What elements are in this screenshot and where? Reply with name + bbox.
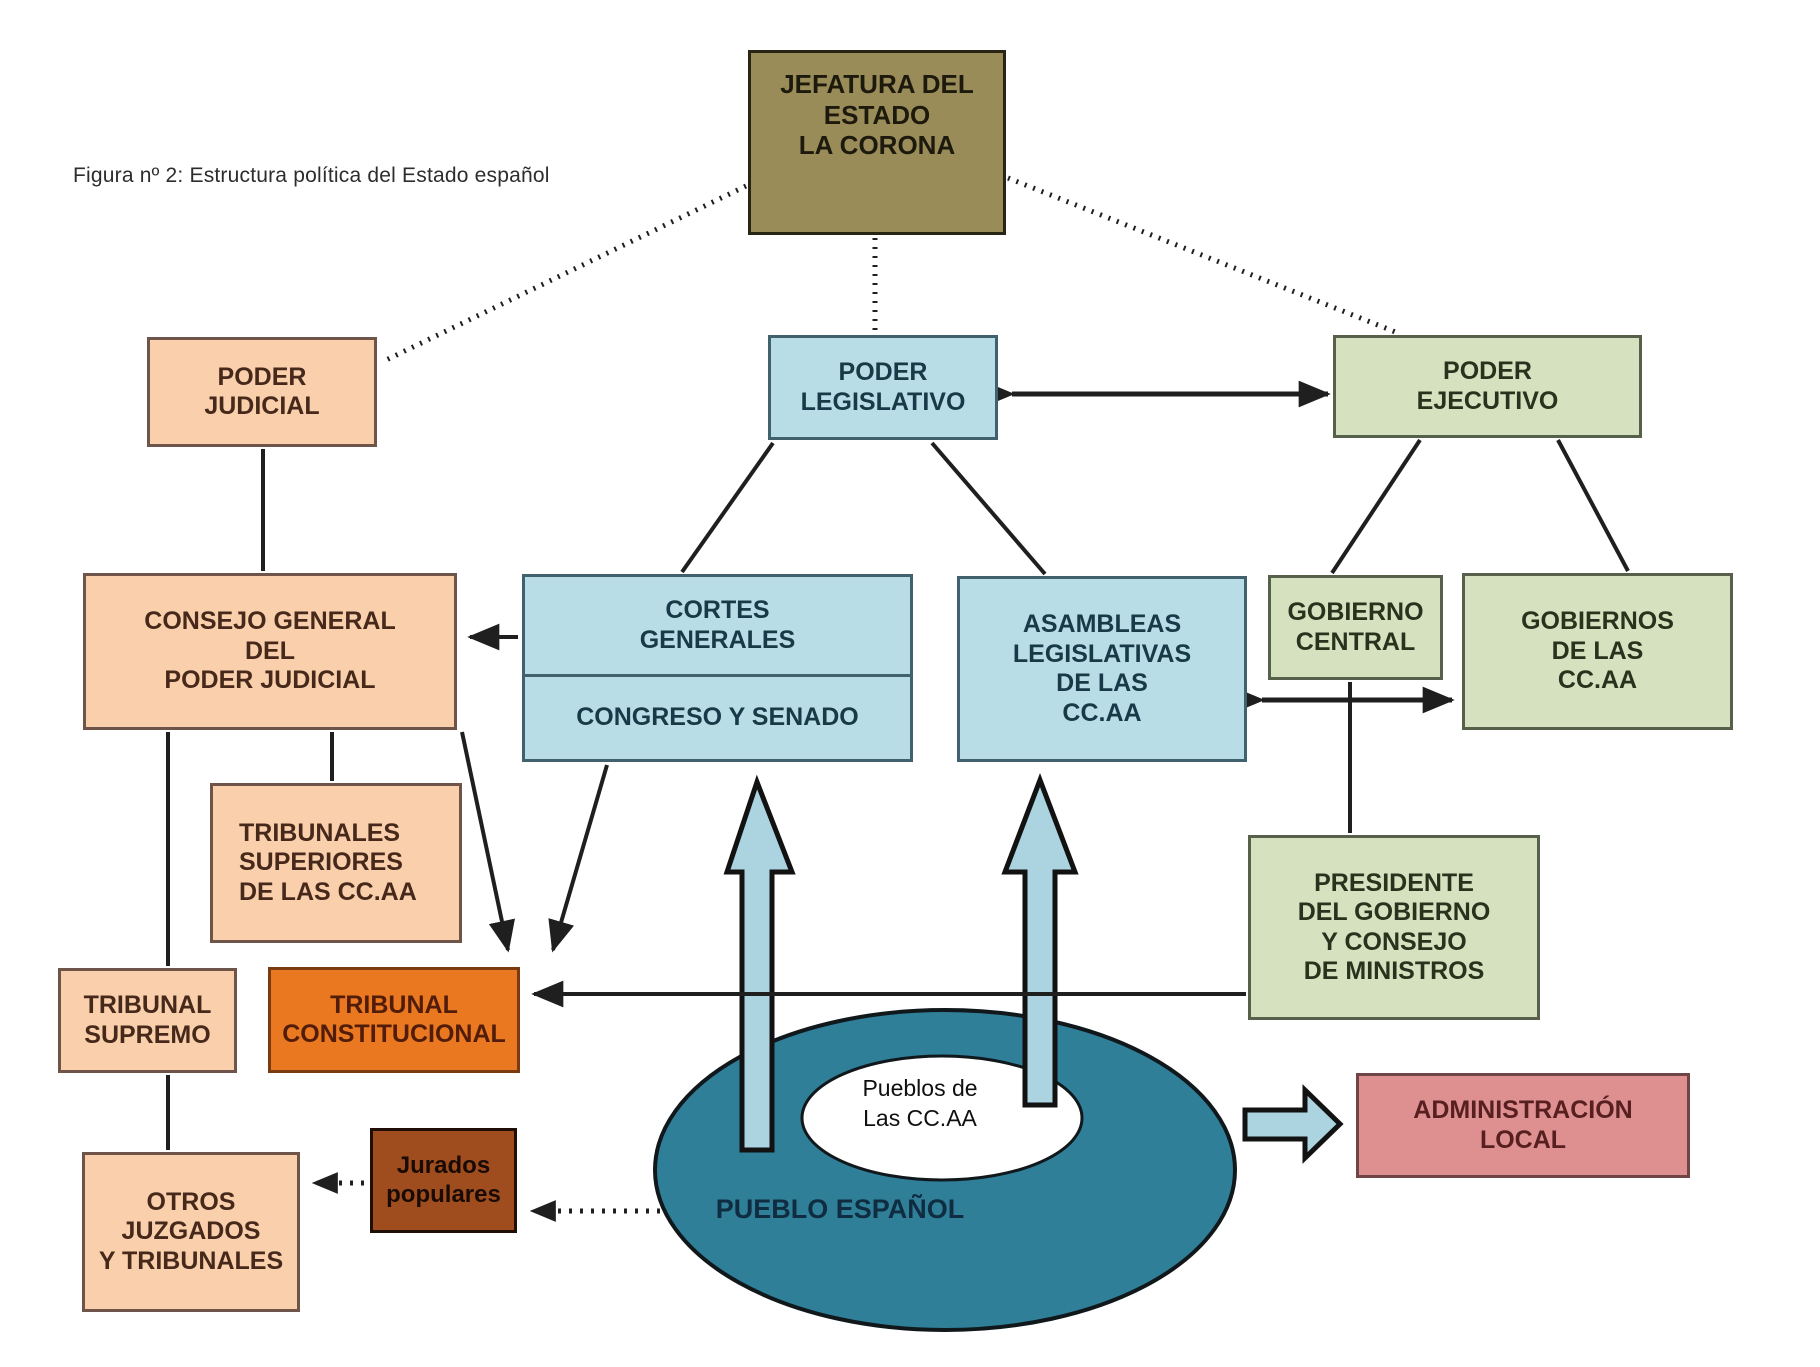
node-tribunal-supremo: TRIBUNAL SUPREMO: [58, 968, 237, 1073]
node-presidente-gobierno: PRESIDENTE DEL GOBIERNO Y CONSEJO DE MIN…: [1248, 835, 1540, 1020]
node-tribunales-superiores-label: TRIBUNALES SUPERIORES DE LAS CC.AA: [239, 818, 417, 906]
flow-arrow-to-administracion-local: [1242, 1084, 1344, 1164]
node-jefatura-del-estado: JEFATURA DEL ESTADO LA CORONA: [748, 50, 1006, 235]
edge-ejecutivo-gobierno-central: [1330, 438, 1422, 575]
cortes-generales-section: CORTES GENERALES: [525, 577, 910, 674]
node-poder-ejecutivo: PODER EJECUTIVO: [1333, 335, 1642, 438]
node-jurados-populares-label: Jurados populares: [386, 1152, 501, 1208]
flow-arrow-pueblos-to-asambleas: [1001, 772, 1079, 1108]
node-gobierno-central-label: GOBIERNO CENTRAL: [1287, 598, 1424, 656]
edge-legislativo-cortes: [680, 441, 775, 574]
pueblos-ccaa-label: Pueblos de Las CC.AA: [862, 1075, 978, 1131]
node-gobiernos-ccaa: GOBIERNOS DE LAS CC.AA: [1462, 573, 1733, 730]
node-tribunal-constitucional-label: TRIBUNAL CONSTITUCIONAL: [282, 990, 506, 1049]
node-tribunal-constitucional: TRIBUNAL CONSTITUCIONAL: [268, 967, 520, 1073]
node-poder-legislativo: PODER LEGISLATIVO: [768, 335, 998, 440]
edge-cortes-tribunal-constitucional-arrow: [548, 764, 609, 953]
pueblos-ccaa-ellipse: [800, 1054, 1084, 1182]
node-otros-juzgados: OTROS JUZGADOS Y TRIBUNALES: [82, 1152, 300, 1312]
node-administracion-local-label: ADMINISTRACIÓN LOCAL: [1413, 1096, 1633, 1154]
pueblo-espanol-label: PUEBLO ESPAÑOL: [715, 1194, 965, 1224]
cortes-generales-label: CORTES GENERALES: [639, 596, 796, 654]
edge-jefatura-judicial-dotted: [380, 183, 748, 365]
node-poder-legislativo-label: PODER LEGISLATIVO: [800, 358, 966, 416]
node-asambleas-label: ASAMBLEAS LEGISLATIVAS DE LAS CC.AA: [1012, 610, 1192, 727]
node-jurados-populares: Jurados populares: [370, 1128, 517, 1233]
node-cortes-generales: CORTES GENERALES CONGRESO Y SENADO: [522, 574, 913, 762]
congreso-senado-label: CONGRESO Y SENADO: [576, 703, 859, 732]
node-consejo-general-poder-judicial: CONSEJO GENERAL DEL PODER JUDICIAL: [83, 573, 457, 730]
node-presidente-label: PRESIDENTE DEL GOBIERNO Y CONSEJO DE MIN…: [1297, 868, 1491, 986]
node-asambleas-legislativas: ASAMBLEAS LEGISLATIVAS DE LAS CC.AA: [957, 576, 1247, 762]
congreso-senado-section: CONGRESO Y SENADO: [525, 674, 910, 759]
node-tribunales-superiores: TRIBUNALES SUPERIORES DE LAS CC.AA: [210, 783, 462, 943]
node-jefatura-label: JEFATURA DEL ESTADO LA CORONA: [780, 69, 974, 161]
edge-ejecutivo-gobiernos-ccaa: [1556, 439, 1630, 572]
node-gobierno-central: GOBIERNO CENTRAL: [1268, 575, 1443, 680]
node-poder-judicial: PODER JUDICIAL: [147, 337, 377, 447]
node-gobiernos-ccaa-label: GOBIERNOS DE LAS CC.AA: [1521, 607, 1674, 695]
node-otros-juzgados-label: OTROS JUZGADOS Y TRIBUNALES: [98, 1187, 284, 1275]
edge-jefatura-ejecutivo-dotted: [1007, 175, 1399, 336]
figure-caption: Figura nº 2: Estructura política del Est…: [73, 164, 550, 187]
node-consejo-general-label: CONSEJO GENERAL DEL PODER JUDICIAL: [144, 607, 396, 695]
node-poder-ejecutivo-label: PODER EJECUTIVO: [1416, 357, 1559, 415]
node-poder-judicial-label: PODER JUDICIAL: [204, 362, 320, 421]
edge-legislativo-asambleas: [930, 441, 1047, 576]
node-administracion-local: ADMINISTRACIÓN LOCAL: [1356, 1073, 1690, 1178]
edge-consejo-tribunal-constitucional-arrow: [460, 731, 515, 953]
flow-arrow-people-to-cortes: [723, 774, 796, 1153]
node-tribunal-supremo-label: TRIBUNAL SUPREMO: [83, 991, 212, 1049]
